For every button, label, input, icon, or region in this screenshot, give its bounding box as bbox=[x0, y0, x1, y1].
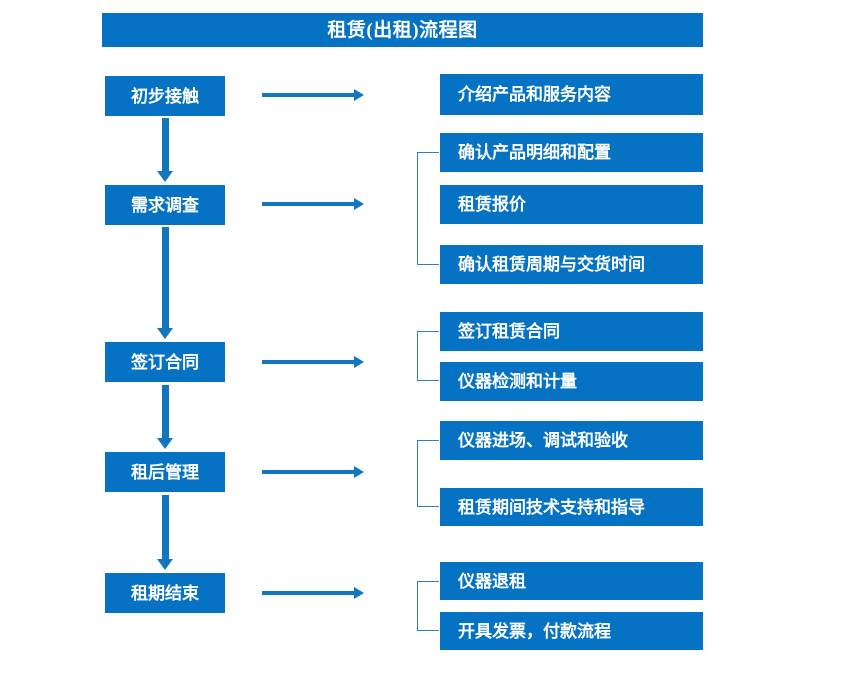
detail-box-4[interactable]: 确认租赁周期与交货时间 bbox=[440, 245, 703, 284]
stage-box-1[interactable]: 初步接触 bbox=[105, 76, 225, 116]
arrow-down-icon-2 bbox=[157, 227, 173, 339]
group-bracket-icon-4 bbox=[417, 440, 439, 507]
detail-box-10[interactable]: 开具发票，付款流程 bbox=[440, 612, 703, 650]
stage-box-3[interactable]: 签订合同 bbox=[105, 342, 225, 382]
arrow-right-icon-2 bbox=[262, 198, 364, 210]
group-bracket-icon-5 bbox=[417, 581, 439, 631]
arrow-right-icon-5 bbox=[262, 587, 364, 599]
arrow-right-icon-3 bbox=[262, 356, 364, 368]
stage-box-5[interactable]: 租期结束 bbox=[105, 573, 225, 613]
arrow-down-icon-4 bbox=[157, 495, 173, 570]
detail-box-9[interactable]: 仪器退租 bbox=[440, 562, 703, 600]
arrow-down-icon-3 bbox=[157, 385, 173, 449]
page-title: 租赁(出租)流程图 bbox=[102, 13, 703, 47]
arrow-right-icon-1 bbox=[262, 89, 364, 101]
detail-box-5[interactable]: 签订租赁合同 bbox=[440, 312, 703, 351]
group-bracket-icon-2 bbox=[417, 152, 439, 265]
detail-box-8[interactable]: 租赁期间技术支持和指导 bbox=[440, 488, 703, 526]
detail-box-6[interactable]: 仪器检测和计量 bbox=[440, 362, 703, 401]
detail-box-2[interactable]: 确认产品明细和配置 bbox=[440, 133, 703, 172]
arrow-down-icon-1 bbox=[157, 118, 173, 182]
stage-box-4[interactable]: 租后管理 bbox=[105, 452, 225, 492]
detail-box-3[interactable]: 租赁报价 bbox=[440, 185, 703, 224]
detail-box-1[interactable]: 介绍产品和服务内容 bbox=[440, 74, 703, 115]
detail-box-7[interactable]: 仪器进场、调试和验收 bbox=[440, 421, 703, 460]
stage-box-2[interactable]: 需求调查 bbox=[105, 185, 225, 225]
group-bracket-icon-3 bbox=[417, 331, 439, 381]
arrow-right-icon-4 bbox=[262, 466, 364, 478]
